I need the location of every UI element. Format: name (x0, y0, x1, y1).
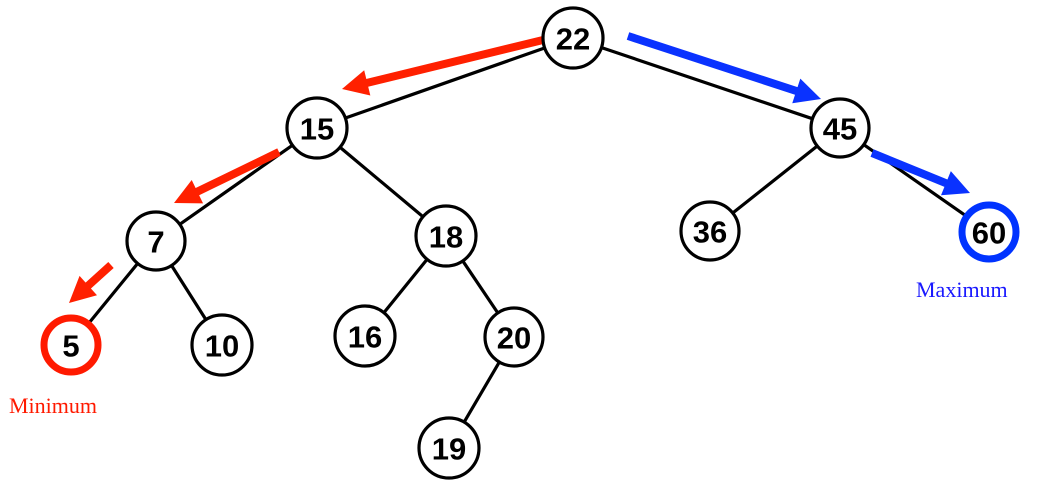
node-value: 19 (432, 432, 466, 467)
traversal-arrow-shaft (360, 36, 544, 89)
tree-node-20[interactable]: 20 (483, 306, 545, 368)
tree-edge (85, 261, 140, 327)
tree-edge (342, 46, 548, 120)
node-circle (285, 96, 349, 160)
arrows-group (69, 32, 970, 303)
tree-node-36[interactable]: 36 (679, 200, 741, 262)
tree-node-5[interactable]: 5 (40, 314, 102, 376)
node-value: 16 (348, 320, 382, 355)
tree-node-45[interactable]: 45 (809, 97, 871, 159)
tree-edge (337, 145, 426, 219)
minimum-label: Minimum (9, 393, 98, 418)
traversal-arrow-head (941, 171, 970, 196)
tree-node-10[interactable]: 10 (190, 313, 254, 377)
traversal-arrow-shaft (870, 149, 953, 190)
maximum-label: Maximum (916, 277, 1008, 302)
node-circle (679, 200, 741, 262)
node-circle (414, 204, 478, 268)
tree-node-16[interactable]: 16 (333, 304, 397, 368)
node-circle (958, 201, 1020, 263)
tree-node-19[interactable]: 19 (417, 416, 481, 480)
node-circle (190, 313, 254, 377)
node-value: 7 (147, 225, 164, 260)
node-value: 36 (693, 215, 727, 250)
traversal-arrow-head (792, 78, 821, 104)
node-circle (541, 6, 605, 70)
node-circle (125, 210, 187, 272)
node-circle (417, 416, 481, 480)
tree-node-60[interactable]: 60 (958, 201, 1020, 263)
node-value: 15 (300, 112, 334, 147)
tree-node-15[interactable]: 15 (285, 96, 349, 160)
node-value: 20 (497, 321, 531, 356)
traversal-arrow-head (342, 70, 371, 96)
node-circle (483, 306, 545, 368)
node-value: 22 (556, 22, 590, 57)
tree-edge (462, 359, 502, 425)
tree-edge (598, 45, 816, 121)
traversal-arrow-shaft (81, 262, 114, 293)
traversal-arrow-shaft (626, 32, 804, 97)
nodes-group: 22 15 45 7 18 36 60 5 10 16 20 19 (40, 6, 1020, 480)
node-value: 5 (62, 329, 79, 364)
traversal-arrow-head (174, 179, 204, 204)
tree-edge (169, 263, 209, 323)
node-value: 45 (823, 112, 857, 147)
traversal-arrow-shaft (190, 148, 281, 198)
tree-node-7[interactable]: 7 (125, 210, 187, 272)
node-value: 60 (972, 216, 1006, 251)
node-value: 10 (205, 329, 239, 364)
node-circle (40, 314, 102, 376)
tree-node-22[interactable]: 22 (541, 6, 605, 70)
tree-edge (381, 256, 430, 316)
node-circle (809, 97, 871, 159)
tree-node-18[interactable]: 18 (414, 204, 478, 268)
node-circle (333, 304, 397, 368)
node-value: 18 (429, 220, 463, 255)
tree-edge (460, 258, 500, 316)
traversal-arrow-head (69, 275, 98, 303)
tree-edge (730, 143, 820, 216)
